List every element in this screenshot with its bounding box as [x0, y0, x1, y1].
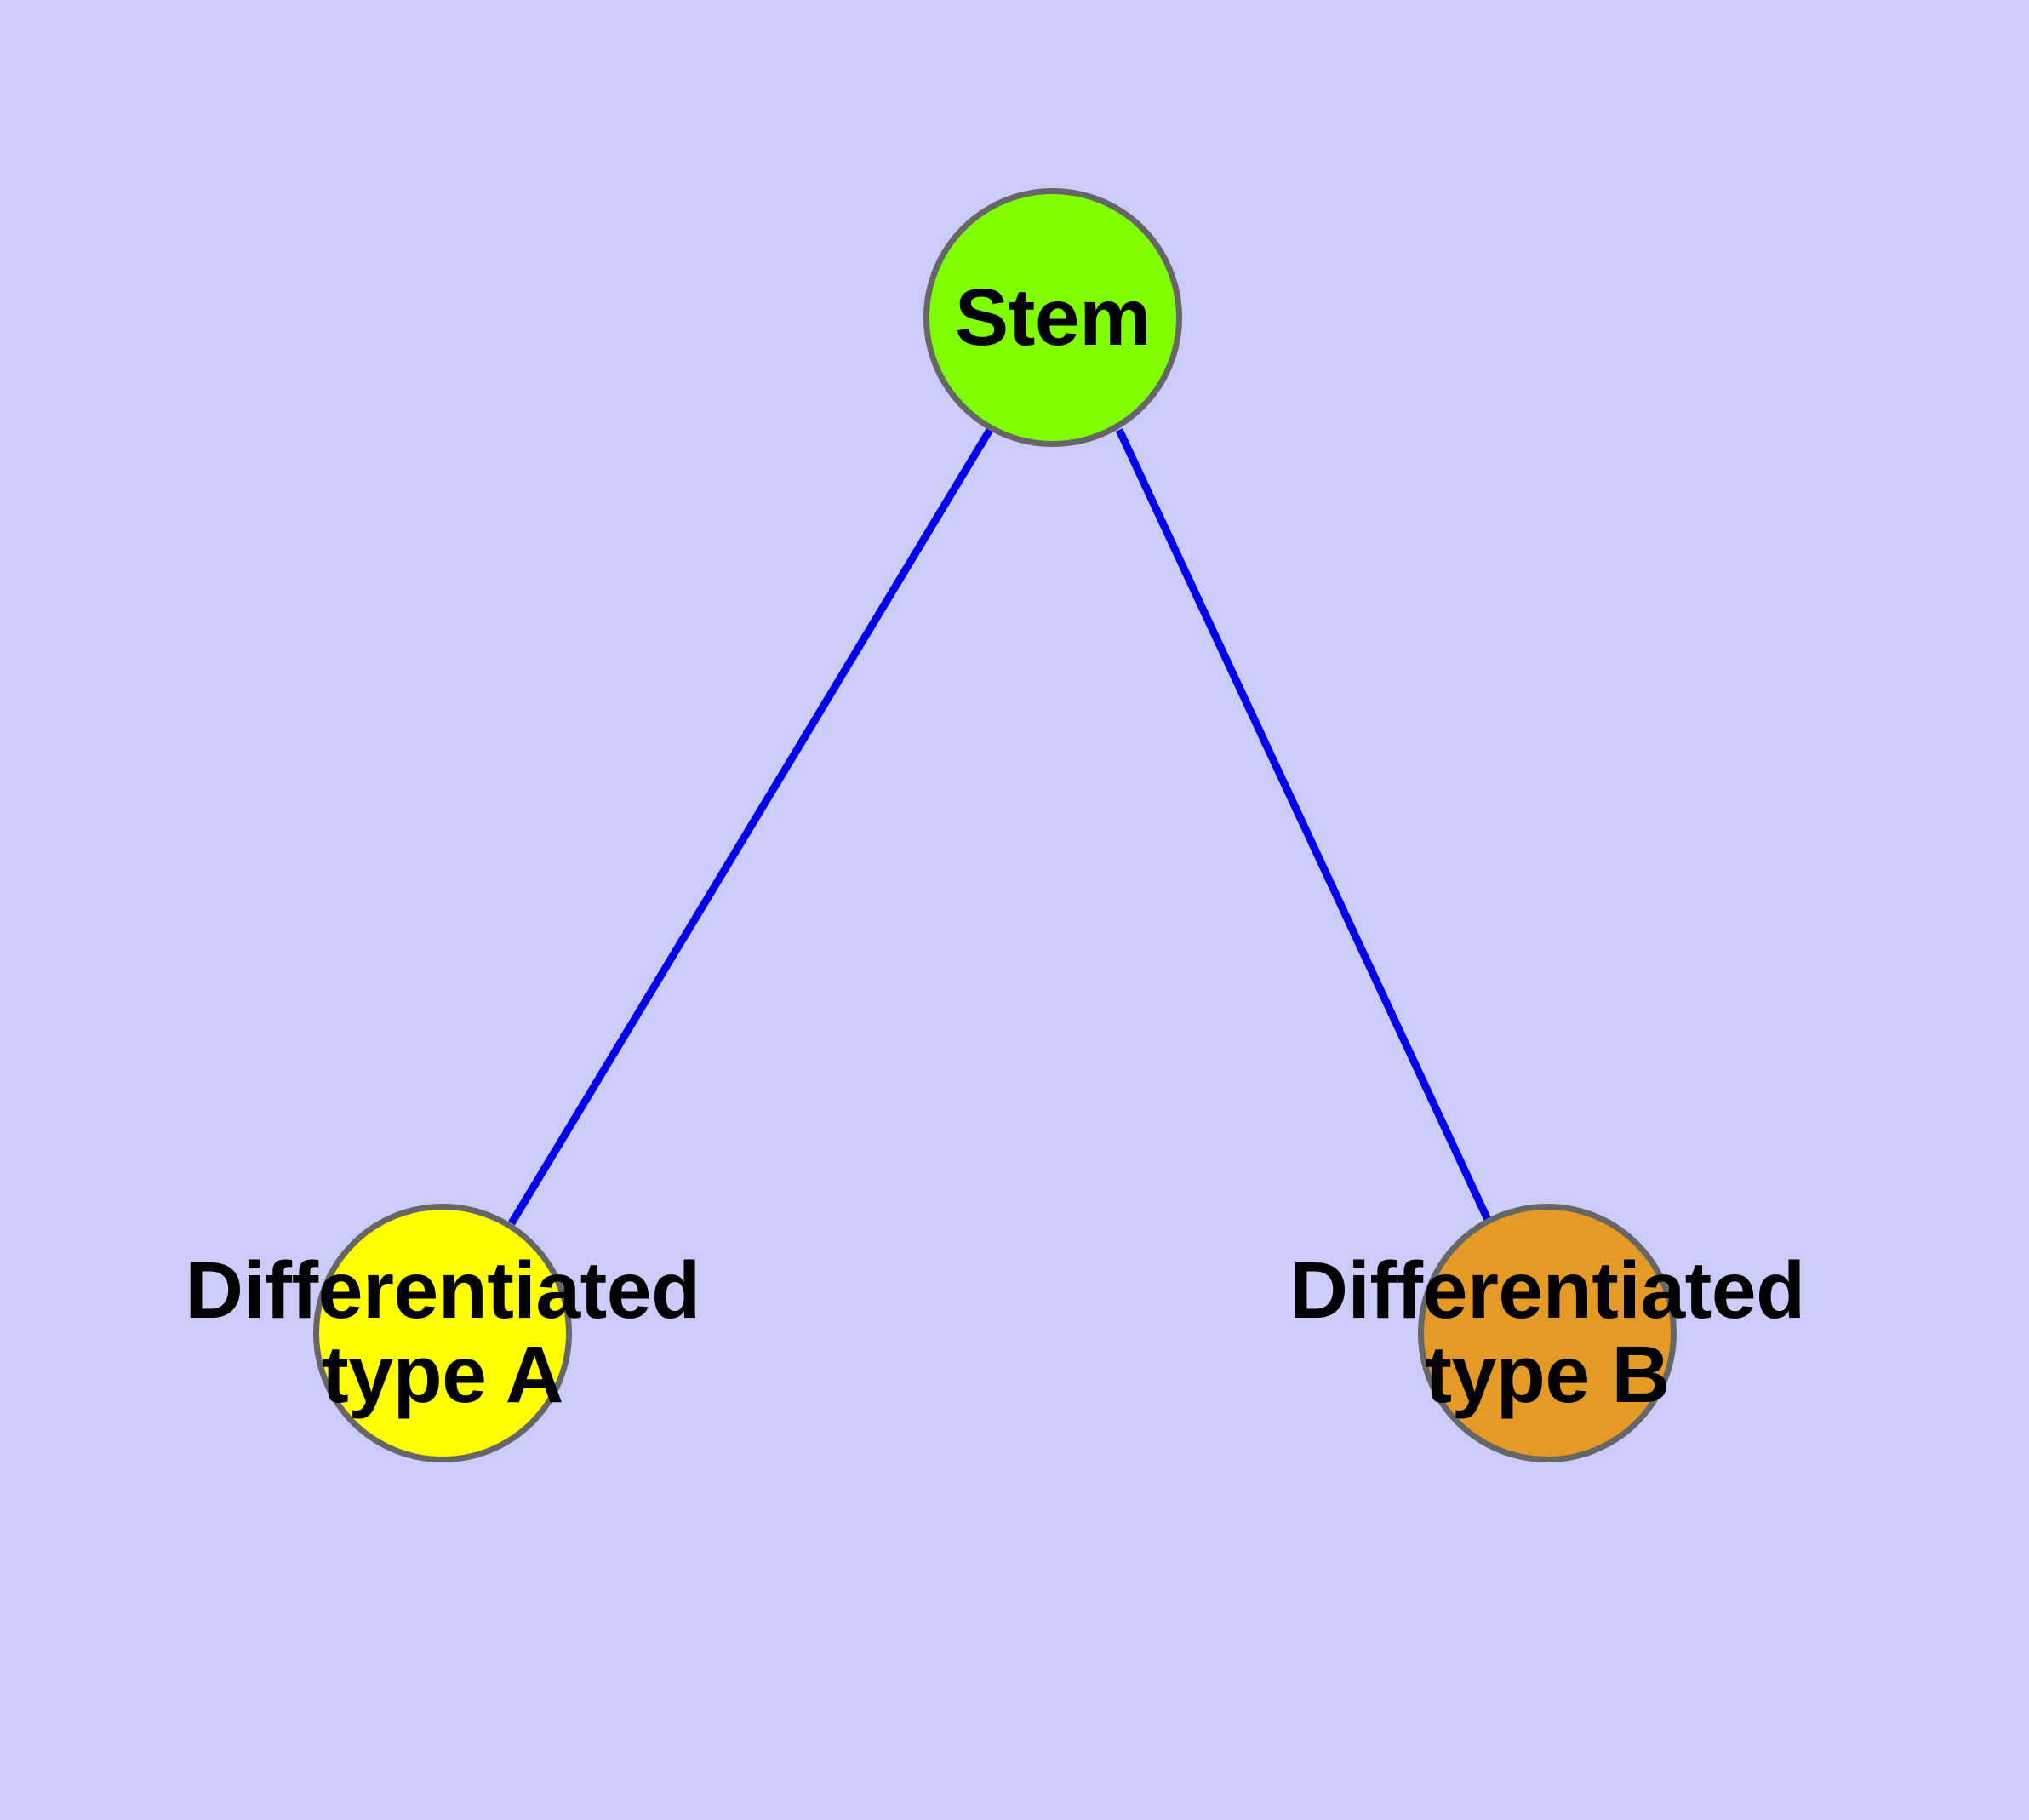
node-stem-label: Stem	[954, 272, 1152, 363]
node-differentiated-type-a-circle	[313, 1204, 572, 1462]
node-differentiated-type-b[interactable]: Differentiated type B	[1289, 1204, 1805, 1462]
node-differentiated-type-a[interactable]: Differentiated type A	[185, 1204, 700, 1462]
node-differentiated-type-a-label: Differentiated type A	[185, 1245, 700, 1420]
edge-stem-to-type-b[interactable]	[1115, 428, 1494, 1225]
node-differentiated-type-b-circle	[1418, 1204, 1677, 1462]
edge-stem-to-type-a[interactable]	[508, 427, 993, 1226]
node-stem-circle	[923, 188, 1182, 447]
node-stem[interactable]: Stem	[923, 188, 1182, 447]
node-differentiated-type-b-label: Differentiated type B	[1289, 1245, 1805, 1420]
